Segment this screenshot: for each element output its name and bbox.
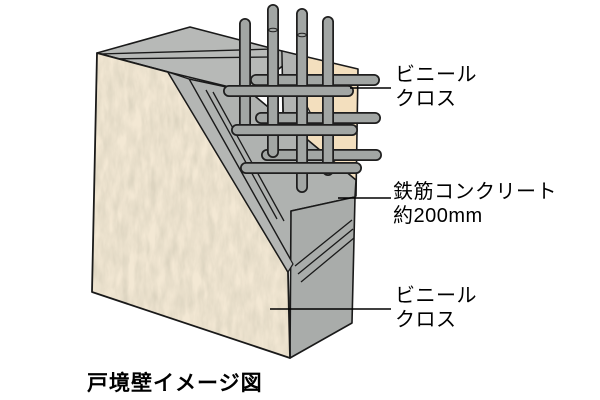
figure-caption: 戸境壁イメージ図 bbox=[87, 372, 263, 395]
cut-face-hatch-1 bbox=[205, 89, 278, 220]
cut-band bbox=[167, 71, 294, 273]
label-vinyl-cloth-top: ビニール クロス bbox=[395, 63, 477, 112]
rebar-horizontal-near bbox=[223, 85, 362, 174]
rebar-joint-mark bbox=[268, 27, 278, 33]
label-reinforced-concrete-line2: 約200mm bbox=[393, 205, 483, 228]
label-reinforced-concrete-line1: 鉄筋コンクリート bbox=[393, 181, 557, 203]
wall-side-face bbox=[289, 196, 356, 359]
label-vinyl-cloth-bottom: ビニール クロス bbox=[395, 284, 477, 333]
label-reinforced-concrete: 鉄筋コンクリート 約200mm bbox=[393, 180, 557, 229]
label-vinyl-cloth-bottom-line1: ビニール bbox=[395, 285, 477, 307]
side-face-hatch-1 bbox=[294, 219, 353, 267]
rebar-grid bbox=[223, 4, 382, 193]
label-vinyl-cloth-bottom-line2: クロス bbox=[395, 309, 457, 332]
label-vinyl-cloth-top-line1: ビニール bbox=[395, 64, 477, 86]
rebar-joint-mark bbox=[297, 32, 307, 38]
side-face-hatch-3 bbox=[300, 237, 355, 283]
cut-face-hatch-2 bbox=[212, 91, 285, 222]
label-vinyl-cloth-top-line2: クロス bbox=[395, 88, 457, 111]
side-face-hatch-2 bbox=[297, 228, 354, 275]
